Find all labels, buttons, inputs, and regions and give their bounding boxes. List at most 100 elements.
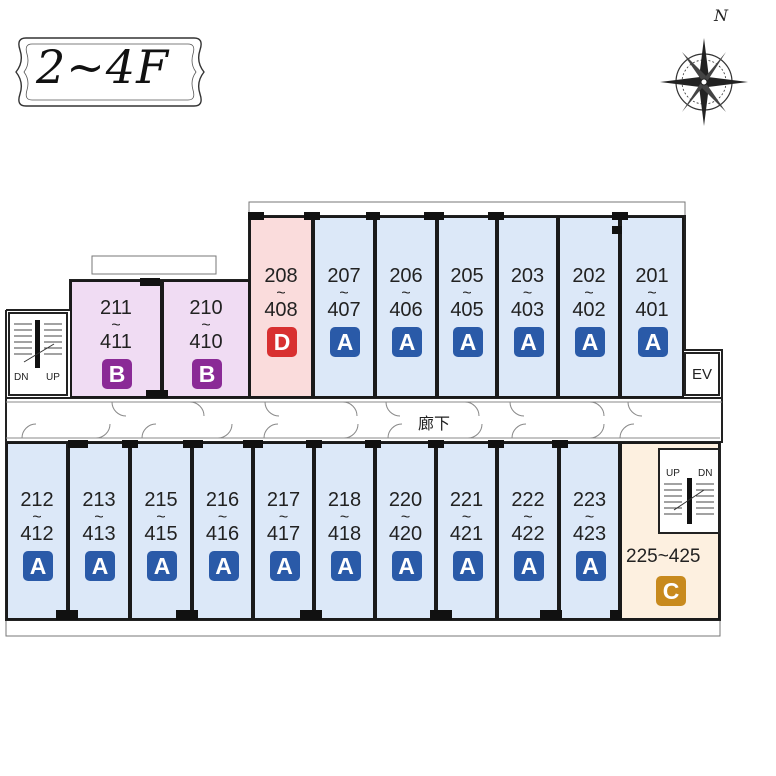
stairs-left-dn-label: DN [14,372,29,383]
compass-rose-icon [660,38,748,126]
room-type-badge: A [575,551,606,581]
stairs-left-up-label: UP [46,372,60,383]
room-number-tilde: ~ [584,285,594,302]
room-number-bottom: 412 [20,523,54,545]
room-number-top: 222 [511,489,545,511]
stairwell-left: DN UP [8,312,68,396]
room-number-top: 217 [266,489,301,511]
room-number-bottom: 408 [264,299,298,321]
wall-pillar [365,440,381,448]
wall-pillar [176,610,198,620]
room-type-badge: A [269,551,300,581]
wall-pillar [146,390,168,398]
room-type-badge: A [452,551,483,581]
room-type-badge: A [638,327,668,357]
wall-pillar [300,610,322,620]
room-number-top: 210 [189,297,223,319]
elevator: EV [684,352,720,396]
room-type-badge: A [453,327,483,357]
wall-pillar [424,212,444,220]
room-number-top: 215 [144,489,178,511]
stairwell-right: UP DN [658,448,720,534]
room-number-bottom: 413 [82,523,116,545]
room-number-bottom: 406 [389,299,423,321]
wall-pillar [243,440,263,448]
wall-pillar [430,610,452,620]
room-number-bottom: 403 [510,299,545,321]
wall-pillar [612,212,628,220]
stairs-right-up-label: UP [666,468,680,479]
wall-pillar [68,440,88,448]
room-number-bottom: 416 [205,523,240,545]
room-number-tilde: ~ [156,509,166,526]
room-number-tilde: ~ [339,509,350,526]
room-type-badge: B [102,359,132,389]
wall-pillar [140,278,160,286]
wall-pillar [122,440,138,448]
wall-pillar [612,226,622,234]
wall-pillar [488,440,504,448]
room-number-top: 212 [20,489,54,511]
room-number-bottom: 423 [572,523,607,545]
room-number-top: 208 [264,265,298,287]
room-number-bottom: 421 [449,523,484,545]
wall-pillar [488,212,504,220]
corridor-label: 廊下 [418,414,451,433]
room-number-top: 205 [450,265,484,287]
room-number-tilde: ~ [400,509,411,526]
room-225-425[interactable]: UP DN 225~425 C [620,442,720,620]
room-type-badge: A [575,327,605,357]
room-number-tilde: ~ [276,285,286,302]
wall-pillar [540,610,562,620]
room-number-bottom: 405 [450,299,484,321]
room-number-bottom: 407 [327,299,361,321]
compass-north-label: N [714,6,728,25]
room-c-number: 225~425 [626,546,701,567]
room-type-badge: A [330,327,360,357]
room-number-tilde: ~ [201,317,211,334]
room-number-top: 211 [100,297,132,319]
title-frame-ornament [15,37,205,107]
room-number-top: 213 [82,489,116,511]
elevator-label: EV [692,366,713,383]
room-number-bottom: 410 [189,331,223,353]
wall-pillar [610,610,622,620]
room-type-badge: A [147,551,177,581]
room-number-bottom: 411 [100,331,132,353]
room-number-top: 201 [635,265,669,287]
stairs-left-icon [14,320,62,368]
room-number-top: 221 [449,489,484,511]
room-number-top: 220 [388,489,423,511]
room-number-tilde: ~ [584,509,595,526]
room-number-tilde: ~ [111,317,121,334]
room-number-tilde: ~ [339,285,349,302]
wall-pillar [183,440,203,448]
room-number-tilde: ~ [523,509,533,526]
room-number-tilde: ~ [217,509,228,526]
room-type-badge: A [392,327,422,357]
room-type-badge: C [656,576,686,606]
room-number-top: 206 [389,265,423,287]
room-number-bottom: 418 [327,523,362,545]
room-number-bottom: 401 [635,299,669,321]
